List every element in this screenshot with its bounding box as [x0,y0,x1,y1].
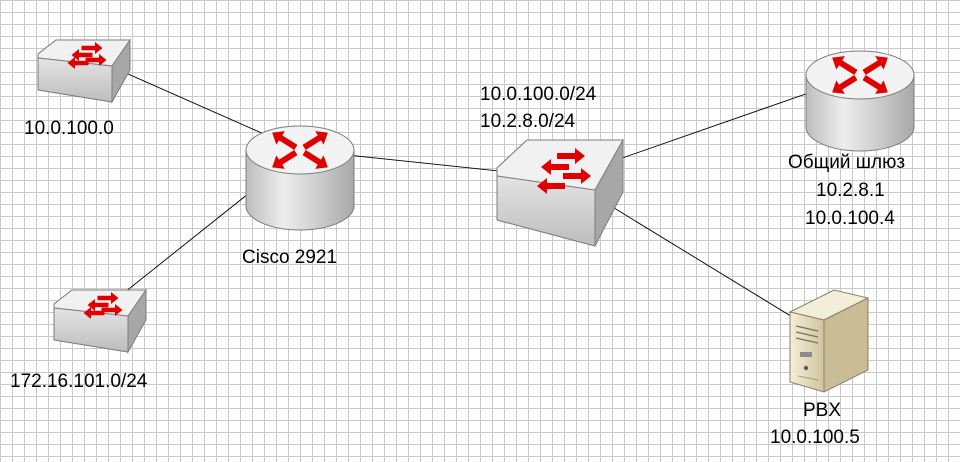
router-gateway[interactable] [805,50,915,152]
router-gateway-label-line2: 10.2.8.1 [816,180,885,201]
server-pbx-label-line2: 10.0.100.5 [770,427,860,448]
switch-core[interactable] [496,138,624,247]
switch-core-label-line1: 10.0.100.0/24 [480,84,597,105]
switch-bottom-left-label: 172.16.101.0/24 [10,371,148,392]
server-pbx-label-line1: PBX [803,400,842,421]
server-icon [795,325,819,381]
switch-top-left-label: 10.0.100.0 [24,118,114,139]
router-cisco-label: Cisco 2921 [242,247,338,268]
server-pbx[interactable] [788,289,870,393]
switch-core-label-line2: 10.2.8.0/24 [480,111,576,132]
router-gateway-label-line1: Общий шлюз [788,152,906,173]
router-gateway-label-line3: 10.0.100.4 [805,208,895,229]
router-cisco[interactable] [245,125,355,231]
links [91,57,861,341]
switch-bottom-left[interactable] [53,288,147,354]
switch-top-left[interactable] [37,38,131,104]
